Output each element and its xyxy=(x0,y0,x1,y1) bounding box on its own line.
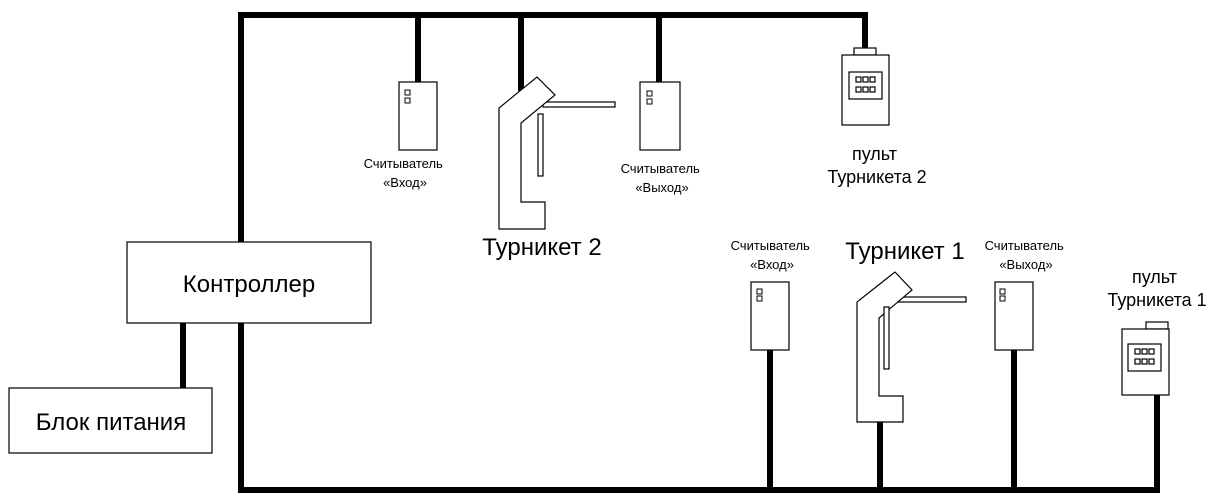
reader-led-icon xyxy=(756,295,763,302)
reader-led-icon xyxy=(999,288,1006,295)
turnstile-2-group: Считыватель «Вход» Турникет 2 Считывател… xyxy=(364,47,927,261)
remote-2-icon xyxy=(841,47,890,126)
power-supply-label: Блок питания xyxy=(36,409,186,436)
reader-in-1 xyxy=(750,281,790,351)
reader-led-icon xyxy=(646,98,653,105)
reader-led-icon xyxy=(646,90,653,97)
turnstile-2-icon xyxy=(498,76,616,230)
reader-in-2 xyxy=(398,81,438,151)
reader-in-2-label: Считыватель «Вход» xyxy=(364,156,447,190)
power-supply-block: Блок питания xyxy=(8,387,213,454)
remote-2-label: пульт Турникета 2 xyxy=(827,144,926,187)
reader-led-icon xyxy=(756,288,763,295)
turnstile-1-group: Считыватель «Вход» Турникет 1 Считывател… xyxy=(731,238,1207,423)
reader-led-icon xyxy=(404,97,411,104)
reader-out-2 xyxy=(639,81,681,151)
turnstile-1-icon xyxy=(856,271,967,423)
reader-out-1-label: Считыватель «Выход» xyxy=(985,238,1068,272)
turnstile-1-title: Турникет 1 xyxy=(845,238,964,265)
controller-label: Контроллер xyxy=(183,271,315,298)
turnstile-2-title: Турникет 2 xyxy=(482,234,601,261)
reader-out-1 xyxy=(994,281,1034,351)
remote-1-label: пульт Турникета 1 xyxy=(1107,267,1206,310)
wiring xyxy=(180,12,1160,493)
reader-led-icon xyxy=(404,89,411,96)
controller-block: Контроллер xyxy=(126,241,372,324)
reader-in-1-label: Считыватель «Вход» xyxy=(731,238,814,272)
reader-out-2-label: Считыватель «Выход» xyxy=(621,161,704,195)
remote-1-icon xyxy=(1121,321,1170,396)
reader-led-icon xyxy=(999,295,1006,302)
